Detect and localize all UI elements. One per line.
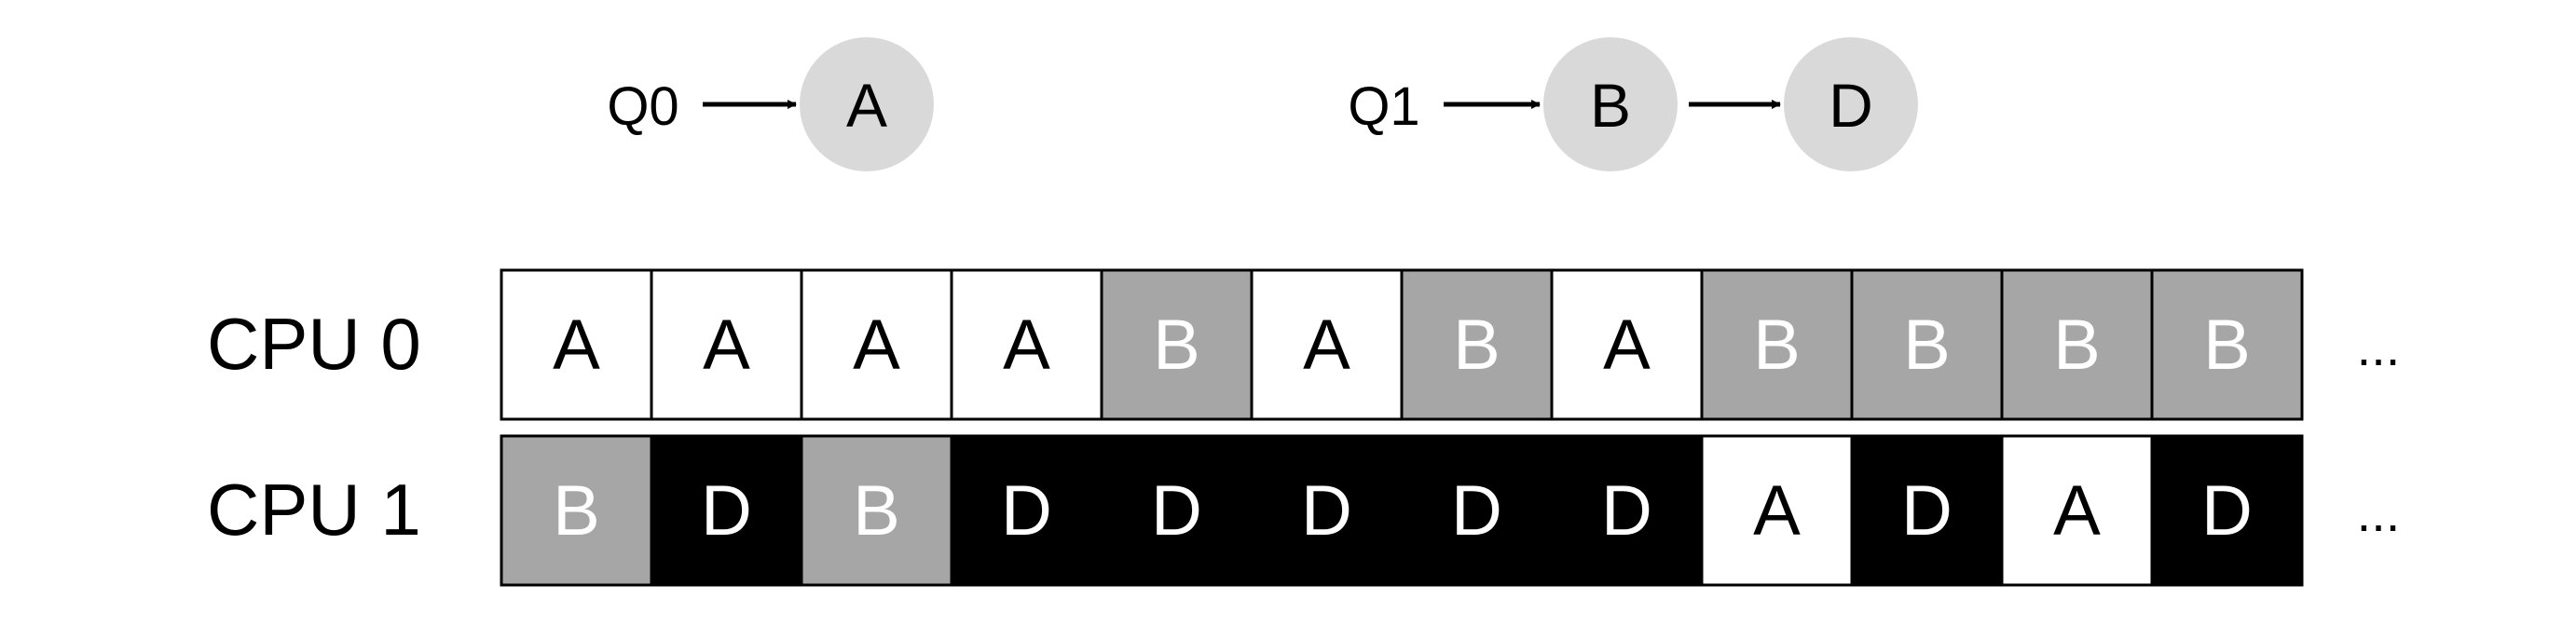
job-node-d (1784, 37, 1918, 171)
time-slot (500, 434, 653, 587)
queue-label: Q0 (607, 76, 678, 137)
time-slot (1100, 434, 1254, 587)
time-slot-job: D (1001, 471, 1052, 551)
time-slot (2150, 268, 2304, 421)
time-slot (1850, 434, 2004, 587)
continuation-ellipsis: ... (2357, 483, 2401, 542)
time-slot-job: B (1753, 306, 1801, 385)
time-slot-job: A (1603, 306, 1651, 385)
time-slot (650, 268, 803, 421)
queue-label: Q1 (1348, 76, 1419, 137)
job-node-b (1543, 37, 1678, 171)
time-slot-job: A (2053, 471, 2101, 551)
time-slot-job: A (553, 306, 600, 385)
time-slot (650, 434, 803, 587)
time-slot-job: D (701, 471, 752, 551)
time-slot-job: A (853, 306, 900, 385)
time-slot-job: D (1151, 471, 1202, 551)
cpu-label: CPU 1 (207, 469, 421, 551)
job-node-a (800, 37, 934, 171)
time-slot-job: B (1903, 306, 1951, 385)
time-slot (1700, 268, 1854, 421)
cpu-row-0: CPU 0 A A A A B A B A B B B B... (207, 268, 2401, 421)
job-node-label: D (1829, 71, 1873, 140)
job-node-label: B (1590, 71, 1631, 140)
time-slot (800, 434, 953, 587)
time-slot-job: D (1301, 471, 1352, 551)
time-slot (950, 434, 1103, 587)
time-slot-job: B (553, 471, 600, 551)
time-slot-job: B (2053, 306, 2101, 385)
queue-q0: Q0 A (607, 37, 934, 171)
cpu-label: CPU 0 (207, 303, 421, 385)
time-slot-job: A (1303, 306, 1350, 385)
cpu-timelines: CPU 0 A A A A B A B A B B B B... CPU 1 B D B D D D D D A D A D... (207, 268, 2401, 587)
time-slot-job: D (2201, 471, 2253, 551)
time-slot (1250, 434, 1404, 587)
time-slot-job: D (1451, 471, 1502, 551)
queue-q1: Q1 B D (1348, 37, 1918, 171)
time-slot (2150, 434, 2304, 587)
time-slot-job: A (703, 306, 750, 385)
time-slot-job: B (2203, 306, 2251, 385)
continuation-ellipsis: ... (2357, 318, 2401, 376)
time-slot-job: D (1601, 471, 1652, 551)
time-slot-job: B (1453, 306, 1500, 385)
time-slot-job: A (1753, 471, 1801, 551)
time-slot-job: B (853, 471, 900, 551)
time-slot (1400, 268, 1554, 421)
time-slot (500, 268, 653, 421)
queues: Q0 A Q1 B D (607, 37, 1918, 171)
time-slot-job: D (1901, 471, 1953, 551)
cpu-row-1: CPU 1 B D B D D D D D A D A D... (207, 434, 2401, 587)
job-node-label: A (846, 71, 887, 140)
time-slot (1400, 434, 1554, 587)
time-slot-job: A (1003, 306, 1050, 385)
time-slot (1250, 268, 1404, 421)
time-slot (2000, 268, 2154, 421)
time-slot (1550, 268, 1704, 421)
time-slot (1550, 434, 1704, 587)
time-slot-job: B (1153, 306, 1200, 385)
time-slot (2000, 434, 2154, 587)
